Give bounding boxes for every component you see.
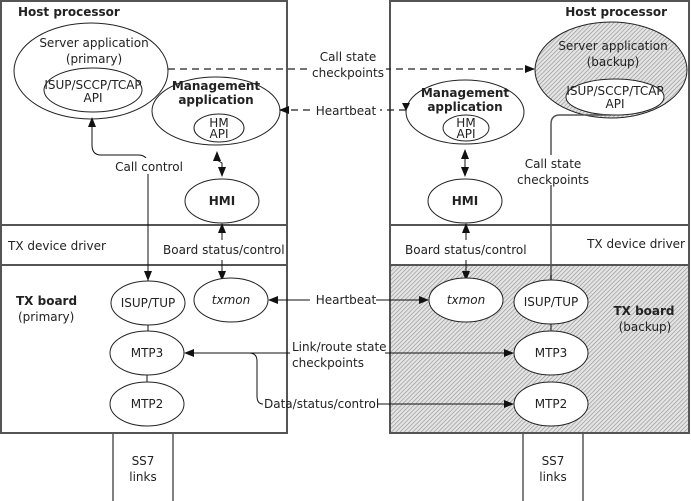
primary-system: Host processor Server application (prima… (0, 0, 288, 501)
primary-mgmt-hmi-arrow (213, 151, 226, 177)
primary-outer-box (0, 0, 288, 434)
call-state-checkpoints-label-1: Call state (320, 50, 377, 64)
backup-mtp3 (513, 330, 589, 376)
backup-txmon (428, 277, 504, 323)
host-heartbeat-label: Heartbeat (316, 104, 377, 118)
backup-driver-label: TX device driver (586, 237, 685, 251)
link-route-label-2: checkpoints (292, 356, 364, 370)
backup-hm-api-label-1: HM (456, 116, 475, 130)
primary-hm-api-label-2: API (210, 127, 229, 141)
link-route-label-1: Link/route state (292, 340, 387, 354)
call-state-checkpoints-bg (308, 48, 386, 81)
primary-board-sub: (primary) (18, 310, 74, 324)
primary-links-label-2: links (129, 470, 156, 484)
backup-links-label-1: SS7 (542, 454, 565, 468)
backup-mtp3-label: MTP3 (535, 346, 568, 360)
backup-call-state-label-2: checkpoints (517, 173, 589, 187)
call-state-checkpoints-label-2: checkpoints (312, 66, 384, 80)
backup-server-api-label-2: API (606, 97, 625, 111)
primary-txmon-label: txmon (212, 293, 250, 307)
primary-server-app-label-1: Server application (39, 36, 148, 50)
primary-board-title: TX board (16, 294, 77, 308)
backup-mtp2-label: MTP2 (535, 397, 568, 411)
cross-connectors: Call state checkpoints Heartbeat Heartbe… (168, 48, 535, 411)
backup-hmi-label: HMI (452, 194, 478, 208)
data-status-curve (248, 352, 264, 405)
backup-server-app-label-2: (backup) (587, 55, 640, 69)
backup-server-api (565, 78, 665, 116)
backup-server-api-label-1: ISUP/SCCP/TCAP (566, 84, 663, 98)
primary-isup-label: ISUP/TUP (121, 296, 176, 310)
primary-server-api-label-1: ISUP/SCCP/TCAP (44, 78, 141, 92)
primary-mgmt-label-1: Management (172, 79, 261, 93)
backup-txmon-label: txmon (447, 293, 485, 307)
backup-mtp2 (513, 381, 589, 427)
backup-outer-box (389, 0, 690, 434)
backup-server-app-label-1: Server application (558, 39, 667, 53)
primary-server-api-label-2: API (84, 91, 103, 105)
backup-hm-api (442, 114, 490, 142)
backup-isup-label: ISUP/TUP (524, 295, 579, 309)
primary-hmi-label: HMI (209, 194, 235, 208)
primary-driver-label: TX device driver (7, 239, 106, 253)
backup-host-title: Host processor (565, 5, 667, 19)
backup-board-status-label: Board status/control (405, 243, 527, 257)
backup-management-application (405, 79, 525, 145)
primary-host-title: Host processor (18, 5, 120, 19)
backup-hm-api-label-2: API (457, 127, 476, 141)
host-heartbeat-bg (312, 102, 380, 118)
primary-mtp3-label: MTP3 (131, 346, 164, 360)
primary-mtp2-label: MTP2 (131, 397, 164, 411)
primary-board-status-label: Board status/control (163, 243, 285, 257)
host-heartbeat-arrowhead-right (402, 103, 410, 111)
board-heartbeat-label: Heartbeat (316, 293, 377, 307)
primary-hm-api (193, 113, 245, 143)
backup-call-state-line (550, 114, 610, 289)
backup-system: Host processor Server application (backu… (389, 0, 690, 501)
primary-server-app-label-2: (primary) (66, 52, 122, 66)
backup-mgmt-label-2: application (427, 100, 502, 114)
primary-hm-api-label-1: HM (209, 116, 228, 130)
primary-call-control-label: Call control (115, 160, 183, 174)
backup-board-title: TX board (613, 304, 674, 318)
data-status-label: Data/status/control (264, 397, 379, 411)
backup-board-sub: (backup) (619, 320, 672, 334)
primary-server-api (43, 67, 143, 113)
backup-links-label-2: links (539, 470, 566, 484)
backup-mgmt-label-1: Management (421, 86, 510, 100)
backup-call-state-label-1: Call state (525, 157, 582, 171)
backup-call-state-bg (515, 155, 589, 185)
primary-mtp2 (109, 381, 185, 427)
primary-call-control-bg (112, 158, 186, 174)
primary-links-label-1: SS7 (132, 454, 155, 468)
primary-mgmt-label-2: application (178, 93, 253, 107)
